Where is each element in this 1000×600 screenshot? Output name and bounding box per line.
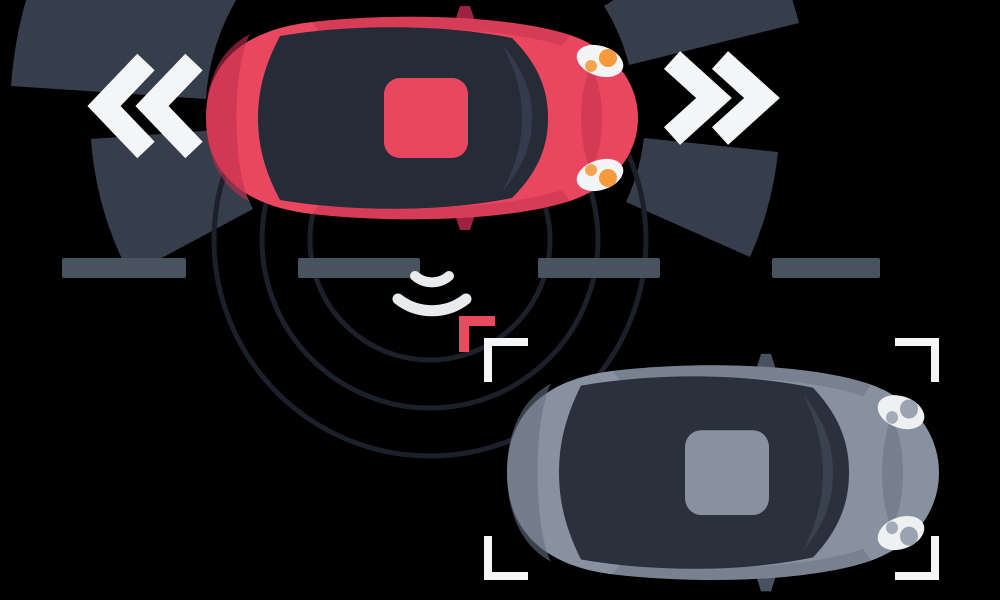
accent-corner-bracket-icon [459, 316, 495, 352]
sensor-cone-top-right [604, 0, 799, 65]
viewfinder-corner-top-left [484, 338, 528, 382]
red-car [206, 6, 638, 230]
lane-dash [538, 258, 660, 278]
radar-waves-icon [392, 271, 472, 317]
lane-dash [772, 258, 880, 278]
radar-wave-outer [392, 293, 472, 317]
lane-dash [298, 258, 420, 278]
chevrons-left-icon [87, 53, 203, 159]
chevrons-right-icon [663, 51, 780, 145]
radar-wave-inner [410, 271, 454, 288]
viewfinder-corner-bottom-right [895, 536, 939, 580]
sensor-cone-bottom-left [91, 129, 253, 275]
sensor-cone-bottom-right [626, 138, 778, 257]
lane-dash [62, 258, 186, 278]
viewfinder-corner-top-right [895, 338, 939, 382]
viewfinder-brackets-icon [484, 338, 939, 580]
lane-dashes [62, 258, 880, 278]
viewfinder-corner-bottom-left [484, 536, 528, 580]
gray-car [507, 353, 939, 592]
